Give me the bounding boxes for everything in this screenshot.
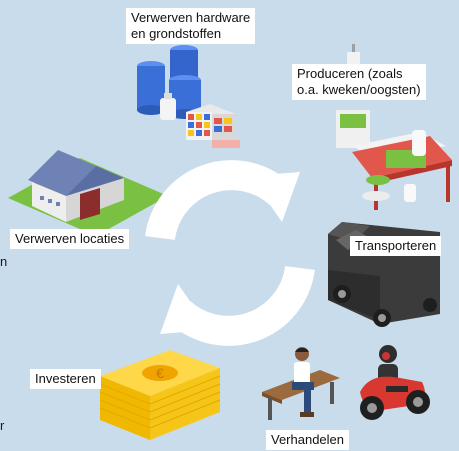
label-produce-line1: Produceren (zoals: [297, 66, 403, 81]
edge-fragment-2: r: [0, 418, 5, 433]
label-transport: Transporteren: [350, 236, 442, 256]
label-trade: Verhandelen: [266, 430, 350, 450]
bench-person-icon: [262, 347, 340, 420]
label-invest: Investeren: [30, 369, 101, 389]
label-hardware: Verwerven hardware en grondstoffen: [126, 8, 256, 44]
label-produce: Produceren (zoals o.a. kweken/oogsten): [292, 64, 426, 100]
barrels-icon: [137, 45, 201, 120]
scooter-rider-icon: [360, 345, 430, 420]
cycle-arrows-icon: [145, 160, 315, 346]
svg-text:€: €: [156, 365, 164, 381]
edge-fragment-1: n: [0, 254, 8, 269]
warehouse-icon: [8, 150, 168, 236]
label-hardware-line2: en grondstoffen: [131, 26, 222, 41]
label-produce-line2: o.a. kweken/oogsten): [297, 82, 421, 97]
euro-icon: €: [142, 365, 178, 381]
crates-icon: [186, 104, 240, 148]
grow-table-icon: [336, 44, 452, 210]
label-hardware-line1: Verwerven hardware: [131, 10, 251, 25]
money-stack-icon: [99, 350, 221, 440]
label-locations: Verwerven locaties: [10, 229, 130, 249]
